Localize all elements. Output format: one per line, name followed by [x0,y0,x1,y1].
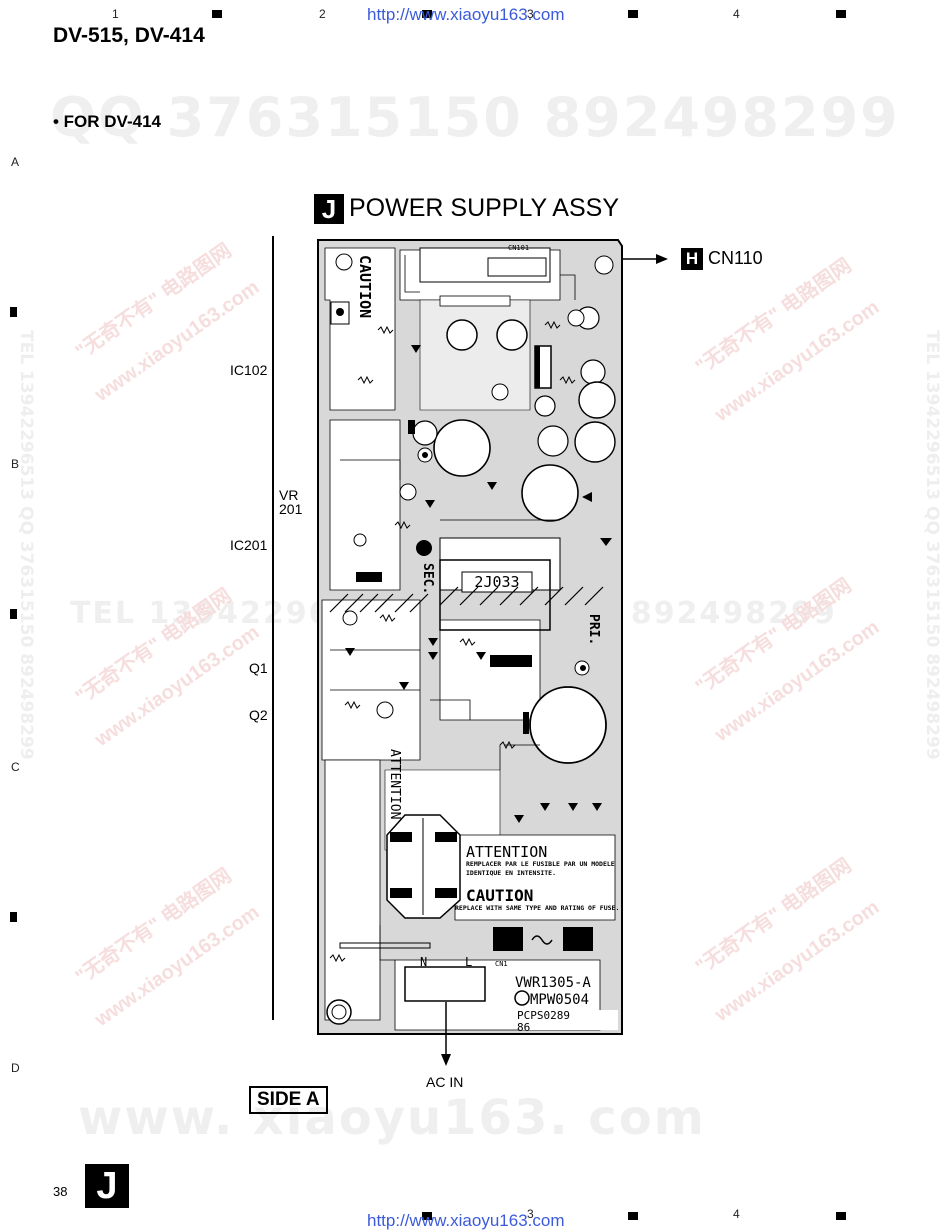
pcb-attention: ATTENTION [466,843,547,861]
grid-row-d: D [11,1061,20,1075]
connector-badge: H [681,248,703,270]
pcb-cn1-label: CN1 [495,960,508,968]
page-number: 38 [53,1184,68,1199]
grid-tick [10,912,17,922]
side-a-label: SIDE A [249,1086,328,1114]
grid-tick [10,609,17,619]
watermark-side-right: TEL 13942296513 QQ 376315150 892498299 [922,330,942,760]
pcb-caution-vertical: CAUTION [356,255,374,318]
grid-col-3: 3 [527,7,534,21]
grid-col-4-bottom: 4 [733,1207,740,1221]
grid-tick [836,10,846,18]
cn101-label: CN101 [508,244,529,252]
label-ic201: IC201 [230,537,268,553]
for-model-label: • FOR DV-414 [53,112,161,131]
label-ic102: IC102 [230,362,268,378]
section-letter-badge: J [314,194,344,224]
grid-tick [422,1212,432,1220]
pcb-caution: CAUTION [466,886,533,905]
grid-row-b: B [11,457,20,471]
watermark-url: www. xiaoyu163. com [78,1090,706,1146]
pcb-board-id-3: PCPS0289 [517,1009,570,1022]
pcb-pri-label: PRI. [586,614,601,645]
model-title: DV-515, DV-414 [53,24,205,47]
pcb-board-id-4: 86 [517,1021,530,1034]
label-q1: Q1 [249,660,268,676]
connector-label: CN110 [708,248,763,268]
pcb-attention-vertical: ATTENTION [387,749,402,819]
assembly-bracket-line [272,236,274,1020]
diagram-title: POWER SUPPLY ASSY [349,194,620,222]
ac-in-label: AC IN [426,1074,464,1090]
pcb-n-label: N [420,955,427,969]
page-section-badge: J [85,1164,129,1208]
grid-tick [628,10,638,18]
label-q2: Q2 [249,707,268,723]
grid-row-c: C [11,760,20,774]
grid-tick [836,1212,846,1220]
header-url-link[interactable]: http://www.xiaoyu163.com [367,5,565,24]
pcb-attention-note: REMPLACER PAR LE FUSIBLE PAR UN MODELE I… [466,860,615,877]
pcb-sec-label: SEC. [420,563,435,594]
grid-col-1: 1 [112,7,119,21]
grid-tick [422,10,432,18]
grid-col-3-bottom: 3 [527,1207,534,1221]
grid-col-4: 4 [733,7,740,21]
grid-tick [212,10,222,18]
grid-tick [10,307,17,317]
pcb-board-diagram: CN101 2J033 [317,239,668,1066]
grid-tick [628,1212,638,1220]
pcb-board-id-2: MPW0504 [530,992,589,1008]
watermark-side-left: TEL 13942296513 QQ 376315150 892498299 [16,330,36,760]
label-vr201: VR 201 [279,487,303,517]
footer-url-link[interactable]: http://www.xiaoyu163.com [367,1211,565,1230]
grid-row-a: A [11,155,20,169]
pcb-board-id-1: VWR1305-A [515,975,591,991]
watermark-qq: QQ 376315150 892498299 [50,86,900,149]
pcb-caution-note: REPLACE WITH SAME TYPE AND RATING OF FUS… [455,904,620,912]
pcb-l-label: L [465,955,472,969]
grid-col-2: 2 [319,7,326,21]
pcb-2j033: 2J033 [474,573,519,591]
